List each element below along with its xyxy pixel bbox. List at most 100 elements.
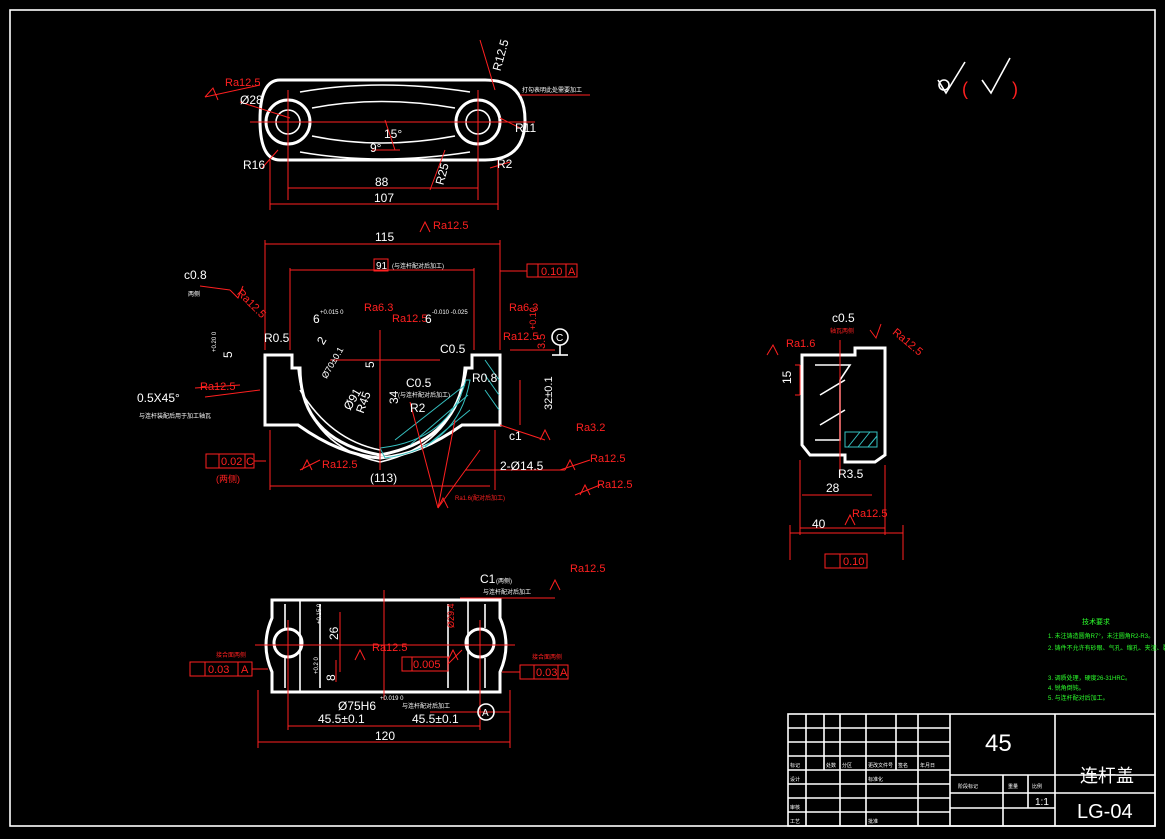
section-c05: c0.5 — [832, 311, 855, 325]
front-d35: 3.5 — [536, 334, 548, 349]
front-d6tol: +0.015 0 — [320, 310, 344, 316]
title-drawing-no: LG-04 — [1077, 801, 1133, 823]
section-rar: Ra12.5 — [890, 326, 925, 358]
front-dia7: Ø70±0.1 — [320, 345, 346, 380]
bottom-d455b: 45.5±0.1 — [412, 712, 459, 726]
title-col-label: 签名 — [898, 762, 908, 769]
bottom-dside: Ø29.4 — [446, 603, 456, 628]
front-toltop: 0.10 — [541, 266, 562, 278]
front-ra145a: Ra12.5 — [590, 453, 625, 465]
top-d107: 107 — [374, 191, 394, 205]
bottom-d120: 120 — [375, 729, 395, 743]
front-d91note: (与连杆配对后加工) — [392, 262, 444, 270]
front-ra32: Ra3.2 — [576, 422, 605, 434]
front-chamfer: 0.5X45° — [137, 391, 180, 405]
title-row-label: 工艺 — [790, 819, 800, 825]
front-rabottom: Ra12.5 — [322, 459, 357, 471]
top-d88: 88 — [375, 175, 389, 189]
bottom-leftnote: 接合面两侧 — [216, 651, 246, 659]
bottom-d8tol: +0.2 0 — [314, 656, 320, 674]
bottom-ratop: Ra12.5 — [570, 563, 605, 575]
front-d5b: 5 — [363, 361, 377, 368]
bottom-tolleft-ref: A — [241, 664, 249, 676]
top-r125: R12.5 — [490, 38, 512, 73]
top-a9: 9° — [370, 141, 382, 155]
bottom-rightnote: 接合面两侧 — [532, 653, 562, 661]
front-ra145b: Ra12.5 — [597, 479, 632, 491]
front-ra6: Ra6.3 — [364, 302, 393, 314]
title-col-label: 阶段标记 — [958, 783, 978, 790]
bottom-c1note: (两侧) — [496, 577, 512, 585]
drawing-border — [9, 9, 1156, 827]
title-col-label: 重量 — [1008, 783, 1018, 790]
bottom-d26tol: +0.15 0 — [317, 603, 323, 624]
front-ra-left: Ra12.5 — [234, 287, 268, 321]
top-r16: R16 — [243, 158, 265, 172]
bottom-datuma: A — [482, 708, 489, 719]
tech-note-item: 5. 与连杆配对后加工。 — [1048, 694, 1109, 702]
top-view — [204, 39, 590, 210]
bottom-dia75: Ø75H6 — [338, 699, 376, 713]
title-row-label: 审核 — [790, 804, 800, 811]
title-col-label: 处数 — [826, 762, 836, 769]
tech-note-item: 1. 未注铸造圆角R7°，未注圆角R2-R3。 — [1048, 632, 1154, 640]
front-tolleft: 0.02 — [221, 456, 242, 468]
bottom-tolmid: 0.005 — [413, 659, 441, 671]
front-r08: R0.8 — [472, 371, 498, 385]
title-row-label: 标记 — [790, 762, 800, 769]
title-scale: 1:1 — [1035, 797, 1049, 808]
front-d6btol: -0.010 -0.025 — [432, 310, 468, 316]
front-c05b: C0.5 — [406, 376, 432, 390]
section-d28: 28 — [826, 481, 840, 495]
front-r05: R0.5 — [264, 331, 290, 345]
title-material: 45 — [985, 730, 1012, 757]
front-tolleft-ref: C — [246, 456, 254, 468]
bottom-ramid: Ra12.5 — [372, 642, 407, 654]
title-col-label: 分区 — [842, 762, 852, 769]
section-c05note: 轴瓦两侧 — [830, 327, 854, 335]
title-approve-label: 批准 — [868, 818, 878, 825]
front-raright1: Ra6.3 — [509, 302, 538, 314]
section-r35: R3.5 — [838, 467, 864, 481]
corner-paren-open: ( — [962, 79, 968, 99]
top-note: 打勾表明此处需要加工 — [522, 86, 582, 94]
front-d35tol: +0.10 — [528, 307, 538, 330]
title-row-label: 设计 — [790, 776, 800, 783]
section-ral: Ra1.6 — [786, 338, 815, 350]
front-d6: 6 — [313, 312, 320, 326]
roughness-symbol-corner — [937, 57, 1011, 95]
title-part-name: 连杆盖 — [1080, 766, 1134, 786]
section-d15: 15 — [780, 370, 794, 384]
tech-note-item: 3. 调质处理，硬度26-31HRC。 — [1048, 674, 1131, 682]
tech-notes-list: 1. 未注铸造圆角R7°，未注圆角R2-R3。 2. 铸件不允许有砂眼、气孔、缩… — [1048, 632, 1165, 702]
front-c1: c1 — [509, 429, 522, 443]
top-dia28: Ø28 — [240, 93, 263, 107]
front-ra115: Ra12.5 — [433, 220, 468, 232]
front-datumc: C — [556, 333, 563, 344]
front-rainner: Ra1.6(配对后加工) — [455, 494, 505, 502]
bottom-tolleft: 0.03 — [208, 664, 229, 676]
title-col-label: 比例 — [1032, 783, 1042, 790]
front-d5tol: +0.20 0 — [212, 331, 218, 352]
front-c08: c0.8 — [184, 268, 207, 282]
front-d34: 34 — [387, 390, 401, 404]
title-block — [787, 713, 1156, 827]
bottom-d8: 8 — [324, 674, 338, 681]
front-d113: (113) — [370, 471, 397, 485]
front-d91: 91 — [376, 261, 388, 272]
section-view — [766, 323, 904, 569]
tech-notes-title: 技术要求 — [1082, 617, 1110, 626]
front-d32: 32±0.1 — [543, 376, 555, 410]
front-r2b: R2 — [410, 401, 426, 415]
front-c05a: C0.5 — [440, 342, 466, 356]
bottom-tolright-ref: A — [560, 667, 568, 679]
tech-note-item: 2. 铸件不允许有砂眼、气孔、缩孔、夹渣、裂纹、锐边、毛刺等铸造缺陷。 — [1048, 644, 1165, 652]
section-tol: 0.10 — [843, 556, 864, 568]
front-tolleftnote: (两侧) — [216, 473, 240, 484]
front-raright2: Ra12.5 — [503, 331, 538, 343]
top-r2: R2 — [497, 157, 513, 171]
bottom-dia75tol: +0.019 0 — [380, 696, 404, 702]
front-view — [194, 220, 601, 509]
